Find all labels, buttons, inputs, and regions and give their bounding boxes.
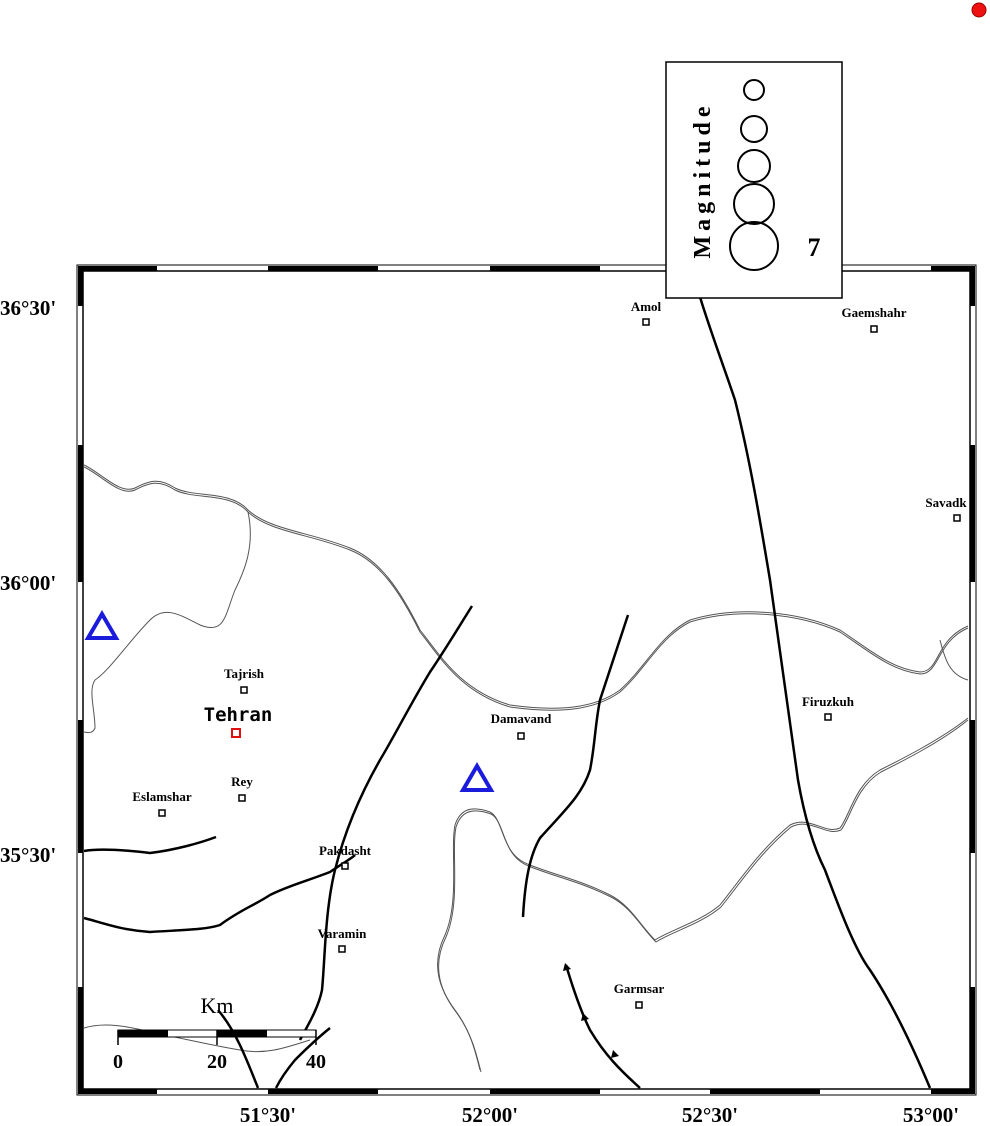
magnitude-circle-icon (729, 221, 779, 271)
lon-tick-label: 53°00' (903, 1103, 959, 1126)
capital-marker-icon (231, 728, 241, 738)
city-marker-icon (635, 1001, 643, 1009)
scale-unit: Km (201, 993, 234, 1018)
lon-tick-label: 51°30' (240, 1103, 296, 1126)
city-label: Varamin (318, 926, 367, 941)
city-marker-icon (642, 318, 650, 326)
city-label: Firuzkuh (802, 694, 855, 709)
station-triangle-icon (84, 610, 120, 640)
magnitude-circle-icon (737, 149, 771, 183)
city-marker-icon (238, 794, 246, 802)
scale-tick-label: 0 (113, 1051, 123, 1073)
city-label: Savadk (925, 495, 967, 510)
province-boundaries (83, 464, 969, 1073)
city-marker-icon (824, 713, 832, 721)
city-marker-icon (517, 732, 525, 740)
station-triangle-icon (459, 762, 495, 792)
magnitude-circle-icon (740, 115, 768, 143)
city-label: Garmsar (614, 981, 665, 996)
scale-bar: Km 0 20 40 (113, 993, 326, 1073)
lat-tick-label: 36°00' (0, 571, 56, 595)
city-label: Eslamshar (132, 789, 191, 804)
magnitude-circle-icon (733, 183, 775, 225)
magnitude-circle-icon (743, 79, 765, 101)
lat-tick-label: 35°30' (0, 843, 56, 867)
city-marker-icon (158, 809, 166, 817)
city-label: Tajrish (224, 666, 265, 681)
city-marker-icon (870, 325, 878, 333)
city-marker-icon (953, 514, 961, 522)
city-label: Amol (631, 299, 662, 314)
lat-tick-label: 36°30' (0, 296, 56, 320)
city-marker-icon (341, 862, 349, 870)
scale-tick-label: 40 (306, 1051, 326, 1073)
city-marker-icon (338, 945, 346, 953)
scale-tick-label: 20 (207, 1051, 227, 1073)
thrust-ticks (563, 963, 619, 1058)
lon-tick-label: 52°00' (462, 1103, 518, 1126)
fault-lines (83, 296, 932, 1089)
event-dot-icon (971, 2, 987, 18)
city-label: Rey (231, 774, 253, 789)
city-label: Gaemshahr (842, 305, 907, 320)
city-marker-icon (240, 686, 248, 694)
legend-value-label: 7 (808, 233, 821, 262)
city-label-capital: Tehran (204, 704, 273, 726)
legend-title: Magnitude (690, 101, 716, 258)
stations (84, 610, 495, 792)
magnitude-legend: Magnitude 7 (665, 61, 843, 299)
city-label: Damavand (491, 711, 552, 726)
map-frame (76, 264, 977, 1096)
city-markers (158, 318, 961, 1009)
lon-tick-label: 52°30' (682, 1103, 738, 1126)
city-label: Pakdasht (319, 843, 372, 858)
